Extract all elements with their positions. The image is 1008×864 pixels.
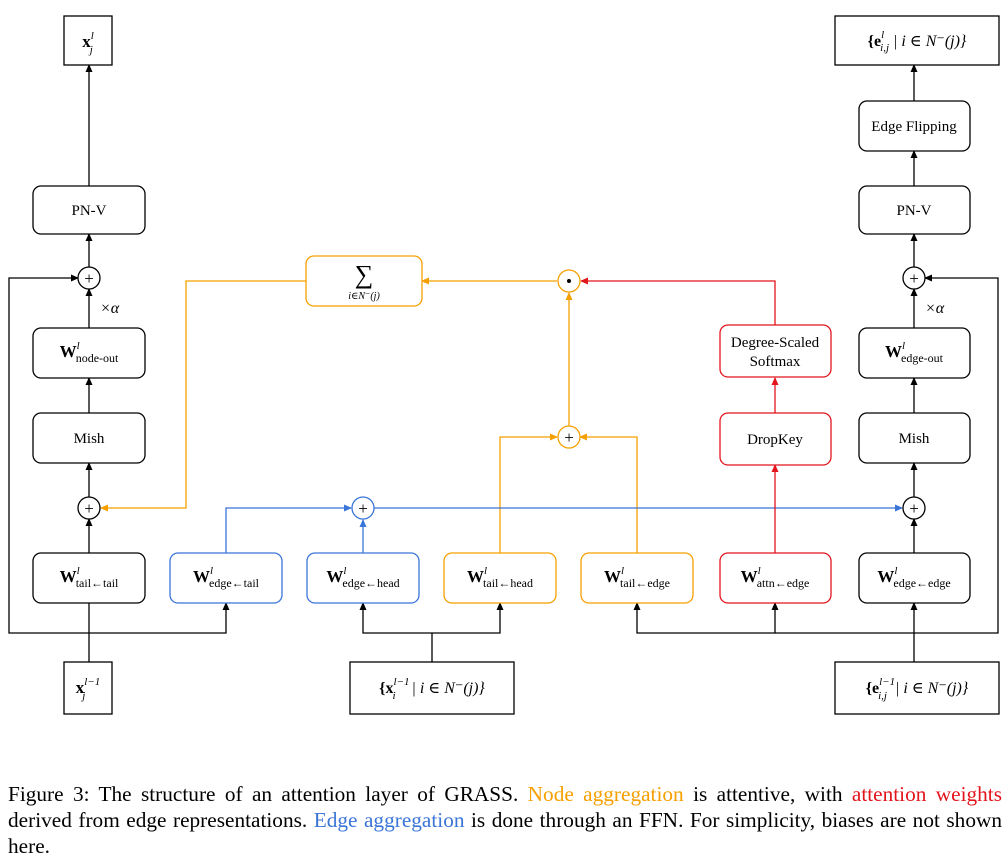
- pn-v-left-label: PN-V: [71, 203, 106, 219]
- black-connectors: [8, 64, 999, 662]
- softmax-label-2: Softmax: [750, 354, 801, 370]
- red-connectors: [580, 277, 779, 553]
- w-tail-tail-box: [32, 552, 146, 604]
- w-edge-head-box: [306, 552, 420, 604]
- pn-v-right-label: PN-V: [896, 203, 931, 219]
- softmax-to-odot: [580, 277, 776, 325]
- caption-part-2: is attentive, with: [683, 782, 852, 806]
- wtailhead-to-plus: [499, 433, 558, 553]
- dropkey-box: [719, 412, 832, 466]
- figure-caption: Figure 3: The structure of an attention …: [8, 781, 1002, 859]
- w-node-out-box: [32, 327, 146, 379]
- svg-text:+: +: [84, 269, 94, 288]
- e-in-box: [834, 661, 1000, 715]
- sum-subscript: i∈N⁻(j): [348, 291, 380, 302]
- x-in-box: [63, 661, 113, 715]
- svg-text:+: +: [358, 499, 368, 518]
- plus-op-blue: +: [351, 496, 375, 520]
- w-edge-edge-box: [858, 552, 971, 604]
- pn-v-left-box: [32, 185, 146, 235]
- plus-op-orange: +: [557, 425, 581, 449]
- softmax-box: [719, 324, 832, 378]
- svg-text:+: +: [909, 269, 919, 288]
- wedgetail-to-line: [225, 504, 352, 553]
- sum-symbol: ∑: [355, 260, 374, 289]
- residual-left: [8, 274, 89, 634]
- caption-part-1: Figure 3: The structure of an attention …: [8, 782, 528, 806]
- edge-flipping-label: Edge Flipping: [871, 119, 957, 135]
- mish-right-label: Mish: [899, 431, 930, 447]
- mish-left-box: [32, 412, 146, 464]
- caption-node-aggregation: Node aggregation: [527, 782, 684, 806]
- plus-op-right-bottom: +: [902, 496, 926, 520]
- w-attn-edge-box: [719, 552, 832, 604]
- sum-to-leftplus: [100, 280, 306, 512]
- w-edge-out-box: [858, 327, 971, 379]
- pn-v-right-box: [858, 185, 971, 235]
- x-to-wedgetail: [89, 602, 230, 634]
- w-edge-tail-box: [169, 552, 283, 604]
- w-tail-head-box: [443, 552, 557, 604]
- residual-right: [914, 274, 999, 634]
- orange-connectors: [100, 277, 638, 553]
- odot-op: [557, 269, 581, 293]
- wtailedge-to-plus: [579, 433, 638, 553]
- plus-op-left-top: +: [77, 266, 101, 290]
- scale-right-label: ×α: [925, 300, 945, 317]
- mish-right-box: [858, 412, 971, 464]
- dropkey-label: DropKey: [747, 432, 803, 448]
- plus-op-right-top: +: [902, 266, 926, 290]
- svg-text:+: +: [84, 499, 94, 518]
- ein-to-wattn: [771, 602, 914, 634]
- svg-text:+: +: [909, 499, 919, 518]
- plus-op-left-bottom: +: [77, 496, 101, 520]
- scale-left-label: ×α: [100, 300, 120, 317]
- x-neighbors-box: [349, 661, 515, 715]
- softmax-label-1: Degree-Scaled: [731, 335, 820, 351]
- e-out-box: [834, 15, 1000, 66]
- caption-part-4: is done through an FFN. For simplicity, …: [8, 808, 1003, 858]
- sum-box: [305, 255, 423, 307]
- caption-edge-aggregation: Edge aggregation: [313, 808, 465, 832]
- mish-left-label: Mish: [74, 431, 105, 447]
- xn-to-wedgehead: [359, 602, 432, 634]
- blue-connectors: [225, 504, 903, 553]
- x-out-box: [63, 15, 113, 66]
- w-tail-edge-box: [580, 552, 694, 604]
- edge-flipping-box: [858, 100, 971, 152]
- xn-to-wtailhead: [432, 602, 504, 634]
- caption-part-3: derived from edge representations.: [8, 808, 314, 832]
- ein-to-wtailedge: [633, 602, 775, 634]
- caption-attention-weights: attention weights: [851, 782, 1003, 806]
- svg-text:+: +: [564, 428, 574, 447]
